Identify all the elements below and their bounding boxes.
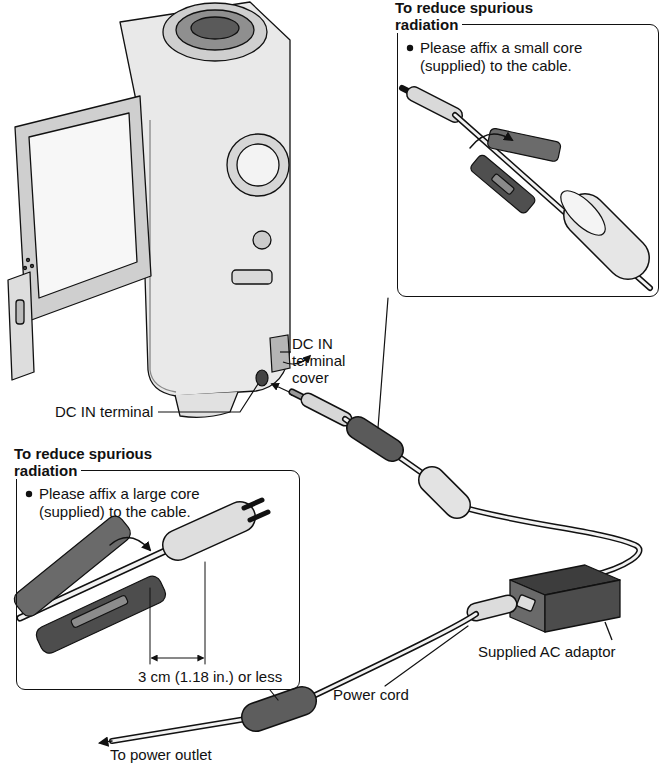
large-core-inset — [250, 512, 268, 520]
bullet-dot — [25, 490, 33, 498]
large-core-inset — [244, 500, 262, 508]
small-core-inset — [469, 153, 537, 215]
small-core-inset — [554, 184, 612, 242]
small-core-inset — [414, 94, 455, 115]
large-core-inset — [0, 500, 268, 664]
power-cord — [385, 626, 468, 686]
part-label: Power cord — [333, 686, 433, 703]
camera — [191, 17, 239, 39]
bullet-dot — [406, 44, 414, 52]
dc-cable — [432, 480, 457, 505]
callout-box: To reduce spurious radiationPlease affix… — [397, 24, 659, 297]
dc-in-terminal — [280, 351, 291, 352]
part-label: DC IN terminal — [55, 403, 165, 420]
dc-cable — [358, 428, 392, 450]
small-core-inset — [455, 115, 650, 288]
ac-adaptor — [605, 622, 612, 640]
dc-cable — [358, 428, 392, 450]
small-core-inset — [455, 115, 650, 288]
bullet-dot — [26, 491, 32, 497]
dc-cable — [378, 298, 388, 428]
ac-adaptor — [516, 594, 535, 611]
part-label: To power outlet — [110, 746, 260, 763]
power-cord — [476, 604, 508, 612]
large-core-inset — [178, 517, 240, 545]
camera — [29, 113, 137, 298]
dc-cable — [345, 419, 639, 576]
camera — [150, 120, 176, 392]
camera — [253, 231, 271, 249]
dc-cable — [432, 480, 457, 505]
part-label: 3 cm (1.18 in.) or less — [138, 668, 308, 685]
large-core-inset — [205, 562, 206, 664]
camera — [15, 96, 151, 322]
dc-in-terminal — [256, 370, 268, 386]
callout-body: Please affix a large core (supplied) to … — [39, 485, 239, 521]
small-core-inset — [414, 94, 455, 115]
camera — [27, 259, 30, 262]
callout-heading: To reduce spurious radiation — [14, 445, 152, 479]
large-core-inset — [110, 538, 150, 550]
callout-box: To reduce spurious radiationPlease affix… — [16, 470, 300, 690]
camera — [16, 300, 24, 324]
camera — [24, 267, 27, 270]
large-core-inset — [152, 658, 203, 659]
dc-in-terminal — [158, 384, 258, 412]
power-cord — [256, 701, 302, 717]
dc-in-terminal — [158, 352, 300, 412]
camera — [8, 272, 34, 380]
bullet-dot — [407, 45, 413, 51]
callout-body: Please affix a small core (supplied) to … — [420, 39, 620, 75]
dc-cable — [308, 400, 345, 419]
large-core-inset — [178, 517, 240, 545]
small-core-inset — [462, 102, 575, 215]
power-cord — [100, 741, 112, 743]
power-cord — [256, 701, 302, 717]
power-cord — [112, 614, 476, 741]
camera — [237, 144, 279, 186]
callout-heading: To reduce spurious radiation — [395, 0, 533, 33]
part-label: DC IN terminal cover — [292, 335, 358, 386]
large-core-inset — [150, 588, 151, 664]
small-core-inset — [491, 173, 515, 195]
power-cord — [476, 604, 508, 612]
ac-adaptor — [510, 565, 620, 640]
power-cord — [112, 614, 476, 741]
camera — [227, 134, 289, 196]
dc-cable — [345, 419, 639, 576]
camera — [31, 265, 34, 268]
camera — [8, 2, 290, 417]
part-label: Supplied AC adaptor — [478, 643, 658, 660]
ac-adaptor — [545, 580, 620, 632]
dc-cable — [308, 400, 345, 419]
large-core-inset — [70, 595, 128, 629]
power-cord — [100, 604, 508, 743]
small-core-inset — [402, 88, 650, 288]
callout-heading-wrap: To reduce spurious radiation — [14, 445, 204, 479]
callout-heading-wrap: To reduce spurious radiation — [395, 0, 585, 33]
small-core-inset — [487, 128, 562, 163]
camera — [163, 3, 267, 61]
small-core-inset — [470, 134, 512, 148]
camera — [232, 270, 272, 284]
power-cord — [270, 690, 278, 700]
dc-cable — [292, 298, 639, 576]
terminal-cover — [270, 335, 290, 372]
camera — [176, 10, 254, 50]
large-core-inset — [0, 508, 168, 659]
camera — [175, 392, 238, 417]
